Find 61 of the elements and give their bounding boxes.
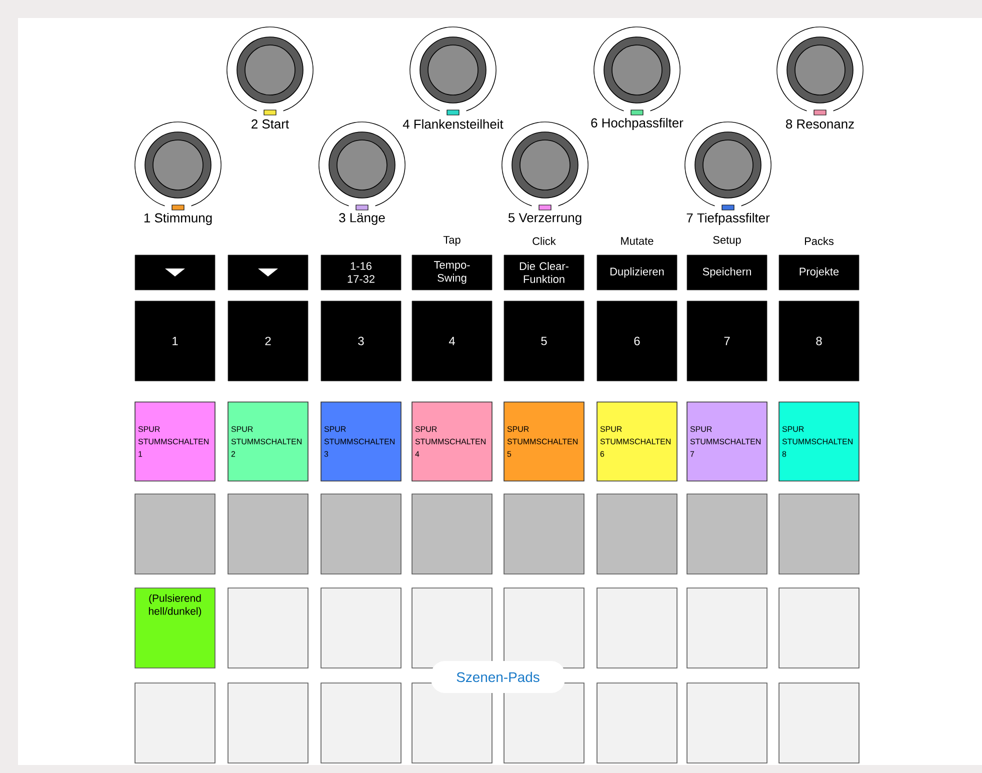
pad: 7 — [686, 300, 768, 382]
knob-label: 5 Verzerrung — [508, 213, 582, 225]
pad — [504, 682, 584, 764]
knob — [134, 122, 222, 210]
knob-label: 4 Flankensteilheit — [402, 119, 504, 129]
pad — [320, 588, 402, 668]
pad — [596, 682, 678, 764]
pad: 1 — [134, 300, 216, 382]
pad — [134, 682, 216, 764]
knob-label: 1 Stimmung — [144, 212, 212, 226]
pad — [412, 494, 492, 574]
button — [228, 254, 308, 290]
pad — [778, 588, 860, 668]
pad — [778, 494, 860, 574]
pad — [412, 682, 492, 764]
pad — [686, 682, 768, 764]
pad — [228, 682, 308, 764]
button: Speichern — [686, 254, 768, 290]
button-label: Packs — [805, 236, 834, 246]
pad — [134, 494, 216, 574]
pad: 3 — [320, 300, 402, 382]
pad: 2 — [228, 300, 308, 382]
pad — [596, 588, 678, 668]
pad — [504, 494, 584, 574]
knob-label: 7 Tiefpassfilter — [686, 212, 770, 226]
pad — [412, 588, 492, 668]
button — [134, 254, 216, 290]
pad — [686, 494, 768, 574]
pad — [320, 682, 402, 764]
button-label: Tap — [443, 236, 460, 246]
pad — [228, 494, 308, 574]
pad — [778, 682, 860, 764]
knob-label: 6 Hochpassfilter — [591, 118, 684, 130]
pad — [504, 588, 584, 668]
callout-label: Szenen-Pads — [431, 661, 565, 693]
knob-label: 3 Länge — [339, 213, 385, 225]
pad — [228, 588, 308, 668]
pad: 6 — [596, 300, 678, 382]
pad: 8 — [778, 300, 860, 382]
pad — [596, 494, 678, 574]
button: Duplizieren — [596, 254, 678, 290]
pad — [686, 588, 768, 668]
pad: (Pulsierend hell/dunkel) — [134, 588, 216, 668]
pad: 4 — [412, 300, 492, 382]
button-label: Click — [532, 236, 556, 246]
button: Die Clear-Funktion — [504, 254, 584, 290]
knob — [226, 26, 314, 116]
knob — [776, 26, 864, 116]
button: 1-16 17-32 — [320, 254, 402, 290]
button: Tempo-Swing — [412, 254, 492, 290]
knob — [502, 122, 588, 210]
button-label: Mutate — [621, 237, 654, 245]
knob-label: 2 Start — [252, 119, 289, 129]
button: Projekte — [778, 254, 860, 290]
button-label: Setup — [713, 236, 741, 246]
knob-label: 8 Resonanz — [786, 119, 854, 129]
knob — [594, 26, 680, 116]
pad: 5 — [504, 300, 584, 382]
knob — [410, 26, 496, 116]
knob — [684, 122, 772, 210]
pad — [320, 494, 402, 574]
